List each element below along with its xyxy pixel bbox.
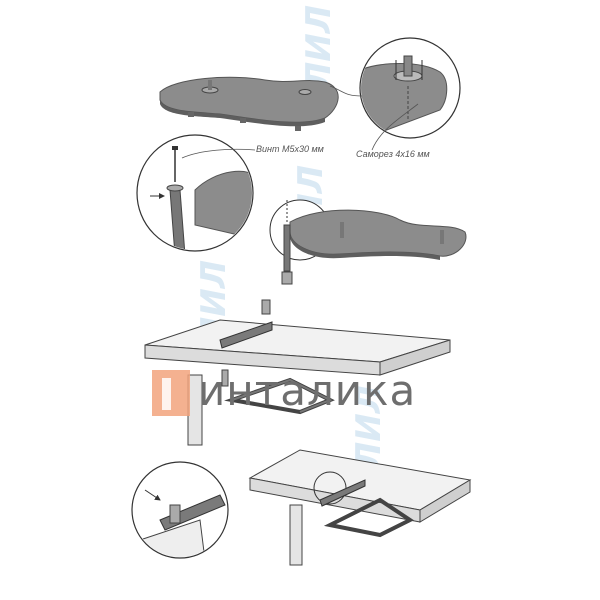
brand-text: инталика: [198, 366, 416, 415]
cabinet-box-1: [144, 319, 451, 446]
cabinet-box-2: [248, 449, 472, 566]
shelf-top-1: [159, 76, 339, 131]
leader-line-self-tapping: [371, 103, 419, 151]
label-screw-m5: Винт М5x30 мм: [256, 144, 324, 154]
svg-text:ЛИЛ: ЛИЛ: [349, 385, 389, 471]
label-self-tapping-screw: Саморез 4x16 мм: [356, 149, 430, 159]
svg-text:ЛИЛ: ЛИЛ: [299, 5, 339, 91]
brand-watermark: инталика: [152, 366, 416, 416]
swing-mechanism-1: [219, 299, 335, 415]
magnifier-circle: [329, 37, 461, 139]
shelf-top-2: [269, 199, 467, 285]
leader-line-screw: [181, 148, 256, 159]
magnifier-circle-bracket: [131, 461, 229, 559]
magnifier-circle-post: [136, 134, 254, 252]
